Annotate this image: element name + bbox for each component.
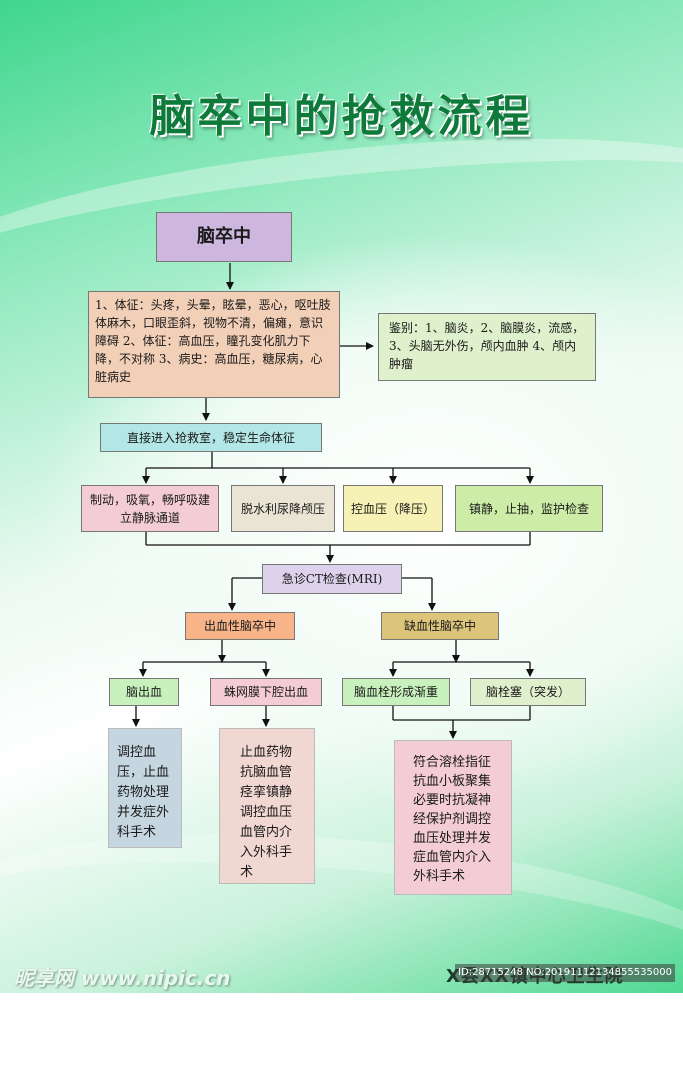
node-treat-ischemic: 符合溶栓指征抗血小板聚集必要时抗凝神经保护剂调控血压处理并发症血管内介入外科手术 — [394, 740, 512, 895]
node-cerebral-hemorrhage: 脑出血 — [109, 678, 179, 706]
flow-connectors — [132, 263, 534, 739]
node-dehydration: 脱水利尿降颅压 — [231, 485, 335, 532]
node-thrombosis: 脑血栓形成渐重 — [342, 678, 450, 706]
node-treat-subarachnoid: 止血药物抗脑血管痉挛镇静调控血压血管内介入外科手术 — [219, 728, 315, 884]
node-differential: 鉴别：1、脑炎，2、脑膜炎，流感，3、头脑无外伤，颅内血肿 4、颅内肿瘤 — [378, 313, 596, 381]
node-ischemic: 缺血性脑卒中 — [381, 612, 499, 640]
node-stroke: 脑卒中 — [156, 212, 292, 262]
node-subarachnoid: 蛛网膜下腔出血 — [210, 678, 322, 706]
node-ct: 急诊CT检查(MRI) — [262, 564, 402, 594]
node-bp-control: 控血压（降压） — [343, 485, 443, 532]
node-hemorrhagic: 出血性脑卒中 — [185, 612, 295, 640]
node-emergency-room: 直接进入抢救室，稳定生命体征 — [100, 423, 322, 452]
image-id-watermark: ID:28715248 NO:20191112134855535000 — [455, 964, 675, 982]
node-symptoms: 1、体征：头疼，头晕，眩晕，恶心，呕吐肢体麻木，口眼歪斜，视物不清，偏瘫，意识障… — [88, 291, 340, 398]
node-treat-hemorrhage: 调控血压，止血药物处理并发症外科手术 — [108, 728, 182, 848]
node-braking: 制动，吸氧，畅呼吸建立静脉通道 — [81, 485, 219, 532]
watermark-logo: 昵享网 www.nipic.cn — [14, 966, 231, 990]
page-title: 脑卒中的抢救流程 — [149, 91, 534, 142]
node-embolism: 脑栓塞（突发） — [470, 678, 586, 706]
node-sedation: 镇静，止抽，监护检查 — [455, 485, 603, 532]
